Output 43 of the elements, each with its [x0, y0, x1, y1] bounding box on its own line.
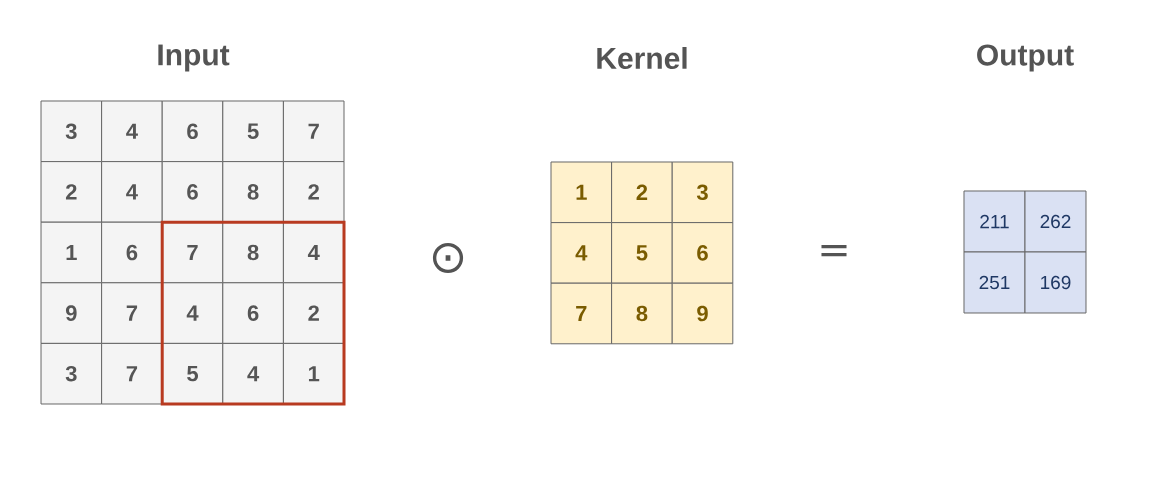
table-cell: 2	[611, 161, 673, 224]
table-cell: 8	[222, 221, 284, 284]
table-cell: 2	[282, 161, 345, 223]
table-cell: 2	[282, 282, 345, 344]
table-cell: 7	[101, 342, 163, 405]
heading: Kernel	[597, 47, 687, 69]
table-cell: 6	[222, 282, 284, 344]
table-cell: 6	[161, 161, 224, 223]
table-cell: 9	[40, 282, 103, 344]
table-cell: 1	[282, 342, 345, 405]
table-cell: 1	[550, 161, 613, 224]
table-cell: 9	[671, 282, 734, 345]
heading: Input	[158, 44, 230, 72]
table-cell: 4	[282, 221, 345, 284]
table-cell: 7	[550, 282, 613, 345]
table-cell: 6	[671, 222, 734, 284]
table-cell: 4	[550, 222, 613, 284]
table-cell: 262	[1024, 190, 1087, 253]
table-cell: 211	[963, 190, 1026, 253]
table-cell: 5	[222, 100, 284, 163]
table-cell: 4	[101, 161, 163, 223]
table-cell: 7	[161, 221, 224, 284]
heading: Output	[977, 44, 1074, 72]
table-cell: 3	[671, 161, 734, 224]
table-cell: 7	[101, 282, 163, 344]
table-cell: 169	[1024, 251, 1087, 314]
table-cell: 5	[161, 342, 224, 405]
table-cell: 4	[222, 342, 284, 405]
table-cell: 4	[161, 282, 224, 344]
table-cell: 8	[611, 282, 673, 345]
table-cell: 3	[40, 100, 103, 163]
operator-symbol: ⊙	[432, 242, 464, 274]
table-cell: 5	[611, 222, 673, 284]
table-cell: 1	[40, 221, 103, 284]
table-cell: 4	[101, 100, 163, 163]
table-cell: 251	[963, 251, 1026, 314]
table-cell: 6	[101, 221, 163, 284]
table-cell: 7	[282, 100, 345, 163]
equals-sign: =	[821, 244, 847, 257]
table-cell: 3	[40, 342, 103, 405]
table-cell: 6	[161, 100, 224, 163]
table-cell: 2	[40, 161, 103, 223]
table-cell: 8	[222, 161, 284, 223]
